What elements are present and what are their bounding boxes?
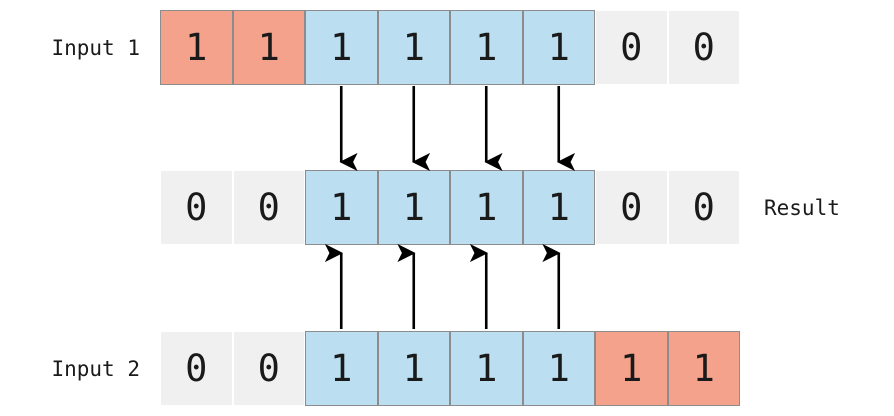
bit-cell: 1 [232,10,305,85]
row-label-input2: Input 2 [51,357,140,381]
bit-cell: 1 [305,170,378,245]
bit-cell: 0 [160,170,233,245]
bit-cell: 0 [232,331,305,406]
row-label-result: Result [764,196,840,220]
bit-cell: 0 [667,170,740,245]
bit-cell: 1 [522,170,595,245]
bit-cell: 1 [305,331,378,406]
bit-cell: 1 [450,331,523,406]
bit-cell: 1 [377,170,450,245]
bit-cell: 1 [305,10,378,85]
bit-cell: 1 [595,331,668,406]
bit-cell: 1 [450,170,523,245]
bit-cell: 0 [160,331,233,406]
row-label-input1: Input 1 [51,36,140,60]
bit-cell: 1 [377,331,450,406]
bit-cell: 1 [667,331,740,406]
bit-cell: 1 [160,10,233,85]
bit-cell: 1 [522,331,595,406]
bit-cell: 1 [377,10,450,85]
bit-cell: 0 [667,10,740,85]
bit-cell: 0 [595,170,668,245]
bit-cell: 0 [595,10,668,85]
bit-cell: 1 [450,10,523,85]
bit-cell: 1 [522,10,595,85]
bit-cell: 0 [232,170,305,245]
